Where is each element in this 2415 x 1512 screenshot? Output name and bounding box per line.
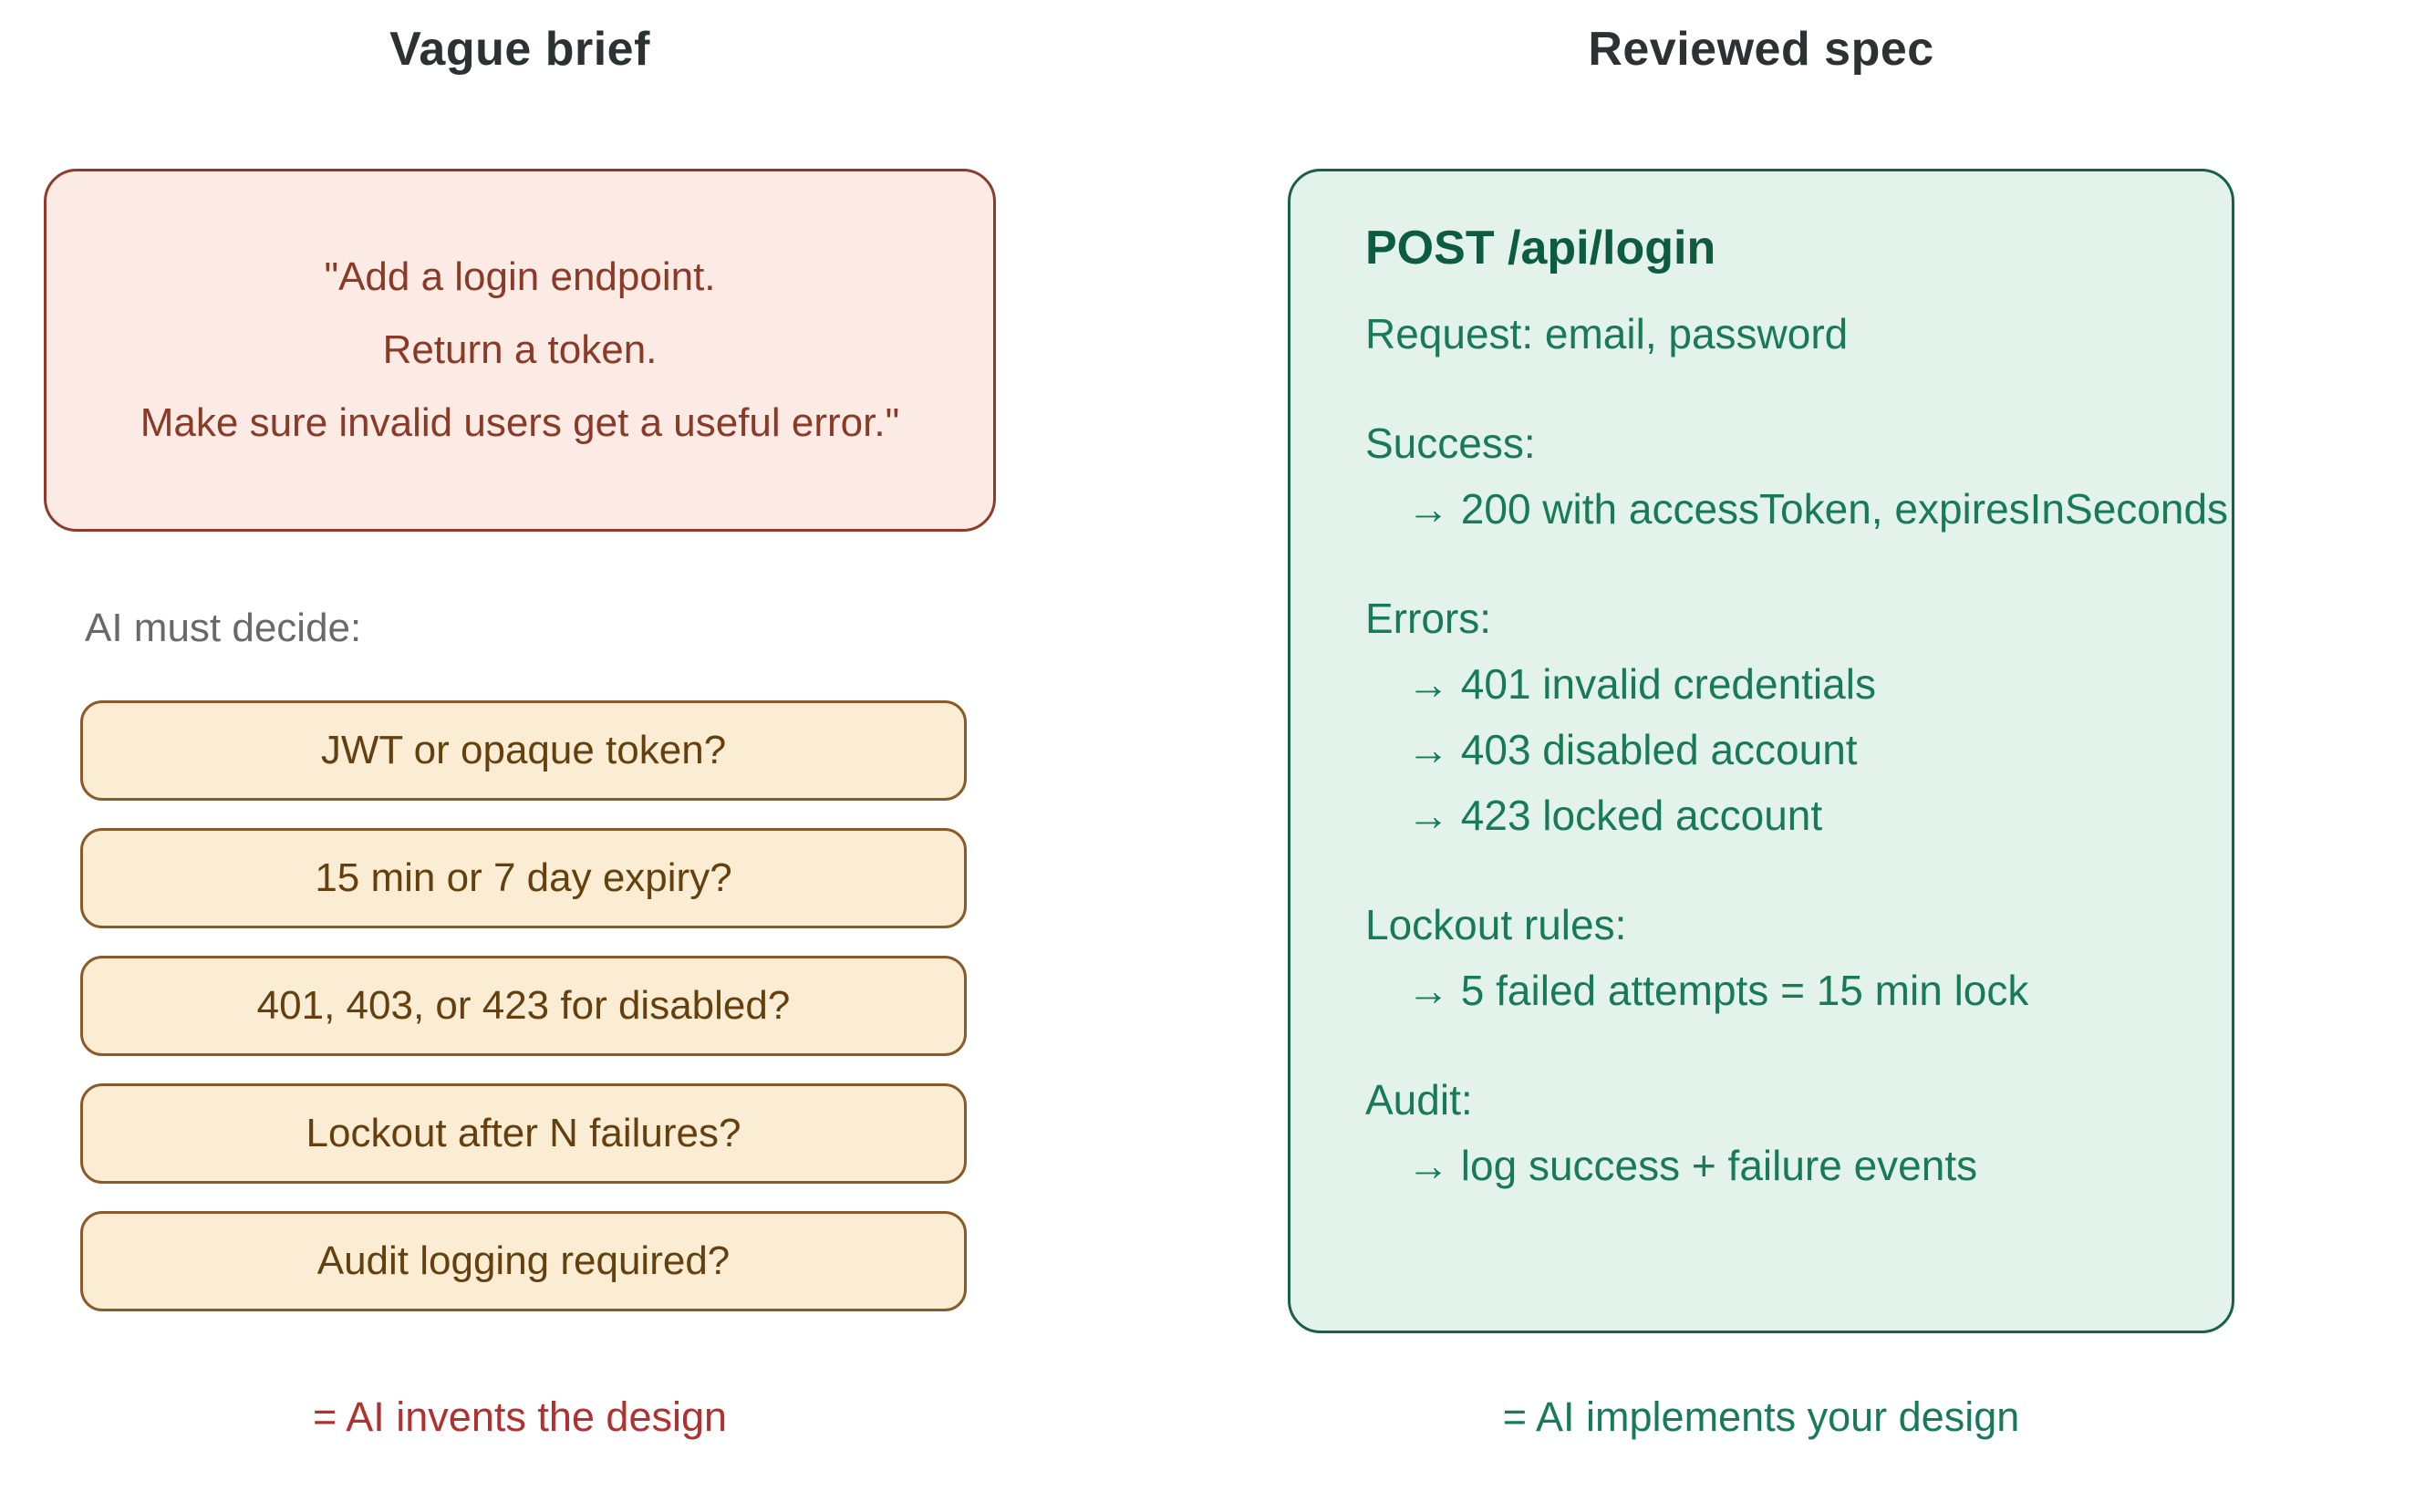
question-box-status-code: 401, 403, or 423 for disabled? (80, 956, 967, 1056)
spec-section-heading: Success: (1365, 419, 1536, 467)
spec-section-errors: Errors: → 401 invalid credentials → 403 … (1365, 585, 2232, 848)
brief-line: "Add a login endpoint. (324, 254, 716, 299)
spec-section-success: Success: → 200 with accessToken, expires… (1365, 410, 2232, 542)
brief-line: Return a token. (382, 327, 658, 372)
brief-line: Make sure invalid users get a useful err… (140, 400, 900, 445)
left-caption: = AI invents the design (312, 1393, 728, 1440)
question-box-expiry: 15 min or 7 day expiry? (80, 828, 967, 928)
spec-item: → 403 disabled account (1407, 726, 1858, 773)
ai-must-decide-label: AI must decide: (85, 606, 362, 650)
reviewed-spec-box: POST /api/login Request: email, password… (1288, 169, 2234, 1333)
spec-item: → log success + failure events (1407, 1142, 1978, 1189)
open-questions-list: JWT or opaque token? 15 min or 7 day exp… (80, 700, 967, 1339)
spec-item: → 5 failed attempts = 15 min lock (1407, 967, 2029, 1014)
vague-brief-box: "Add a login endpoint. Return a token. M… (44, 169, 996, 532)
question-box-token-type: JWT or opaque token? (80, 700, 967, 801)
spec-item: → 423 locked account (1407, 792, 1823, 839)
spec-section-lockout: Lockout rules: → 5 failed attempts = 15 … (1365, 892, 2232, 1023)
spec-section-audit: Audit: → log success + failure events (1365, 1067, 2232, 1198)
spec-item: → 401 invalid credentials (1407, 660, 1876, 708)
right-caption: = AI implements your design (1502, 1393, 2020, 1440)
right-column-title: Reviewed spec (1588, 23, 1934, 76)
spec-item: → 200 with accessToken, expiresInSeconds (1407, 485, 2229, 533)
question-box-lockout: Lockout after N failures? (80, 1083, 967, 1184)
spec-section-heading: Errors: (1365, 595, 1491, 642)
left-column-title: Vague brief (389, 23, 650, 76)
spec-section-heading: Lockout rules: (1365, 901, 1627, 948)
spec-request-line: Request: email, password (1365, 310, 1849, 357)
question-box-audit: Audit logging required? (80, 1211, 967, 1311)
spec-endpoint: POST /api/login (1365, 222, 1716, 274)
spec-section-heading: Audit: (1365, 1076, 1473, 1124)
